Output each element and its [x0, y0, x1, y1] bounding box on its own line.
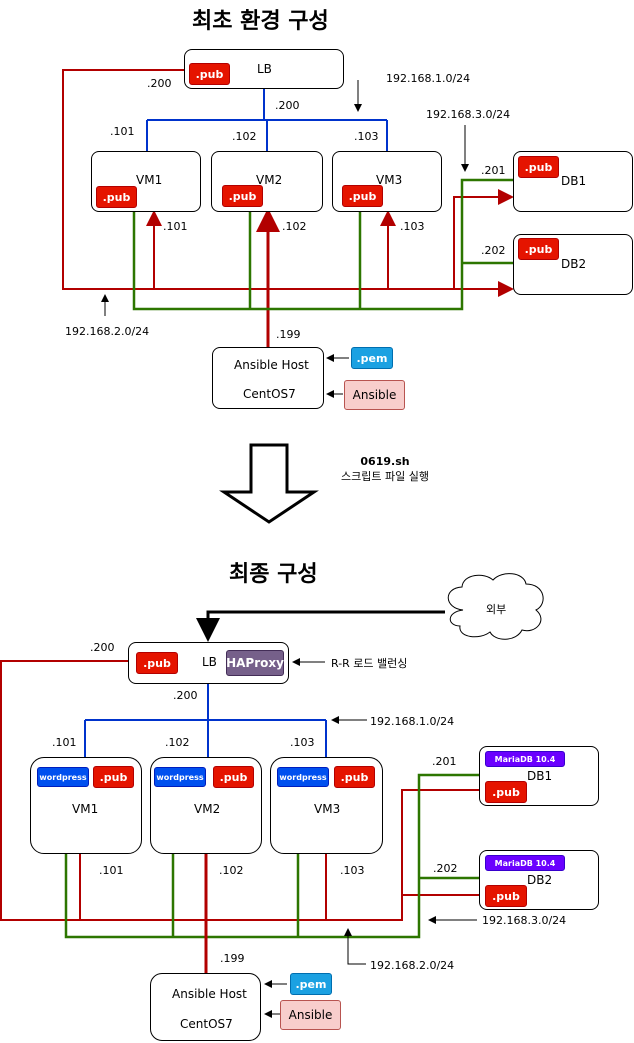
node-label: VM2	[256, 173, 283, 187]
ip-label: .103	[400, 220, 425, 233]
bottom-red-network	[0, 660, 480, 921]
ip-label: .101	[110, 125, 135, 138]
network-label: 192.168.2.0/24	[370, 959, 455, 972]
external-cloud-shape	[447, 573, 544, 640]
bottom-blue-network	[84, 684, 327, 758]
pub-key-badge: .pub	[518, 238, 559, 260]
ip-label: .202	[433, 862, 458, 875]
ip-label: .201	[481, 164, 506, 177]
bottom-lb-node[interactable]: .pub LB HAProxy	[128, 642, 289, 684]
pub-key-badge: .pub	[485, 885, 527, 907]
top-green-network	[132, 178, 513, 311]
script-name: 0619.sh	[360, 455, 410, 468]
bottom-db2-node[interactable]: MariaDB 10.4 DB2 .pub	[479, 850, 599, 910]
node-label: Ansible Host	[234, 358, 309, 372]
ip-label: .101	[52, 736, 77, 749]
mariadb-badge: MariaDB 10.4	[485, 855, 565, 871]
bottom-pointer-arrows	[264, 658, 477, 1018]
wordpress-badge: wordpress	[277, 767, 329, 787]
bottom-vm1-node[interactable]: wordpress .pub VM1	[30, 757, 142, 854]
pub-key-badge: .pub	[342, 185, 383, 207]
top-red-network	[62, 69, 514, 297]
pub-key-badge: .pub	[485, 781, 527, 803]
top-pointer-arrows	[101, 80, 469, 398]
ip-label: .103	[290, 736, 315, 749]
external-arrow	[196, 610, 445, 642]
network-label: 192.168.2.0/24	[65, 325, 150, 338]
ip-label: .200	[173, 689, 198, 702]
mariadb-badge: MariaDB 10.4	[485, 751, 565, 767]
ip-label: .102	[232, 130, 257, 143]
top-title: 최초 환경 구성	[192, 9, 329, 34]
ip-label: .101	[99, 864, 124, 877]
pub-key-badge: .pub	[518, 156, 559, 178]
ip-label: .199	[276, 328, 301, 341]
ip-label: .200	[275, 99, 300, 112]
transition-arrow	[219, 443, 319, 524]
pub-key-badge: .pub	[189, 63, 230, 85]
top-vm3-node[interactable]: VM3 .pub	[332, 151, 442, 212]
ip-label: .103	[354, 130, 379, 143]
network-label: 192.168.1.0/24	[386, 72, 471, 85]
pub-key-badge: .pub	[136, 652, 178, 674]
pub-key-badge: .pub	[93, 766, 134, 788]
node-label: DB2	[561, 257, 587, 271]
node-label: LB	[202, 655, 217, 669]
top-ansible-host-node[interactable]: Ansible Host CentOS7	[212, 347, 324, 409]
pub-key-badge: .pub	[213, 766, 254, 788]
ip-label: .202	[481, 244, 506, 257]
node-label: VM1	[136, 173, 163, 187]
pub-key-badge: .pub	[334, 766, 375, 788]
node-label: VM3	[314, 802, 341, 816]
node-label-os: CentOS7	[243, 387, 296, 401]
node-label-os: CentOS7	[180, 1017, 233, 1031]
pub-key-badge: .pub	[222, 185, 263, 207]
network-label: 192.168.1.0/24	[370, 715, 455, 728]
bottom-title: 최종 구성	[229, 562, 318, 587]
rr-label: R-R 로드 밸런싱	[331, 657, 408, 670]
ip-label: .199	[220, 952, 245, 965]
wordpress-badge: wordpress	[154, 767, 206, 787]
script-desc: 스크립트 파일 실행	[341, 470, 429, 483]
node-label: Ansible Host	[172, 987, 247, 1001]
bottom-vm2-node[interactable]: wordpress .pub VM2	[150, 757, 262, 854]
node-label: DB1	[561, 174, 587, 188]
bottom-db1-node[interactable]: MariaDB 10.4 DB1 .pub	[479, 746, 599, 806]
top-vm2-node[interactable]: VM2 .pub	[211, 151, 323, 212]
node-label: VM3	[376, 173, 403, 187]
top-lb-node[interactable]: .pub LB	[184, 49, 344, 89]
node-label: VM1	[72, 802, 99, 816]
bottom-green-network	[64, 773, 482, 939]
ip-label: .200	[90, 641, 115, 654]
wordpress-badge: wordpress	[37, 767, 89, 787]
pem-key-badge: .pem	[351, 347, 393, 369]
top-db2-node[interactable]: .pub DB2	[513, 234, 633, 295]
ip-label: .101	[163, 220, 188, 233]
ip-label: .103	[340, 864, 365, 877]
bottom-vm3-node[interactable]: wordpress .pub VM3	[270, 757, 383, 854]
pub-key-badge: .pub	[96, 186, 137, 208]
bottom-ansible-host-node[interactable]: Ansible Host CentOS7	[150, 973, 261, 1041]
ansible-badge: Ansible	[280, 1000, 341, 1030]
top-blue-network	[146, 88, 388, 152]
ip-label: .102	[165, 736, 190, 749]
node-label: DB2	[527, 873, 553, 887]
ip-label: .102	[219, 864, 244, 877]
script-caption: 0619.sh 스크립트 파일 실행	[333, 454, 437, 484]
ansible-badge: Ansible	[344, 380, 405, 410]
pem-key-badge: .pem	[290, 973, 332, 995]
top-db1-node[interactable]: .pub DB1	[513, 151, 633, 212]
ip-label: .102	[282, 220, 307, 233]
node-label: DB1	[527, 769, 553, 783]
external-cloud-label: 외부	[486, 603, 507, 616]
node-label: LB	[257, 62, 272, 76]
top-vm1-node[interactable]: VM1 .pub	[91, 151, 201, 212]
network-label: 192.168.3.0/24	[482, 914, 567, 927]
node-label: VM2	[194, 802, 221, 816]
ip-label: .201	[432, 755, 457, 768]
haproxy-badge: HAProxy	[226, 650, 284, 676]
ip-label: .200	[147, 77, 172, 90]
network-label: 192.168.3.0/24	[426, 108, 511, 121]
